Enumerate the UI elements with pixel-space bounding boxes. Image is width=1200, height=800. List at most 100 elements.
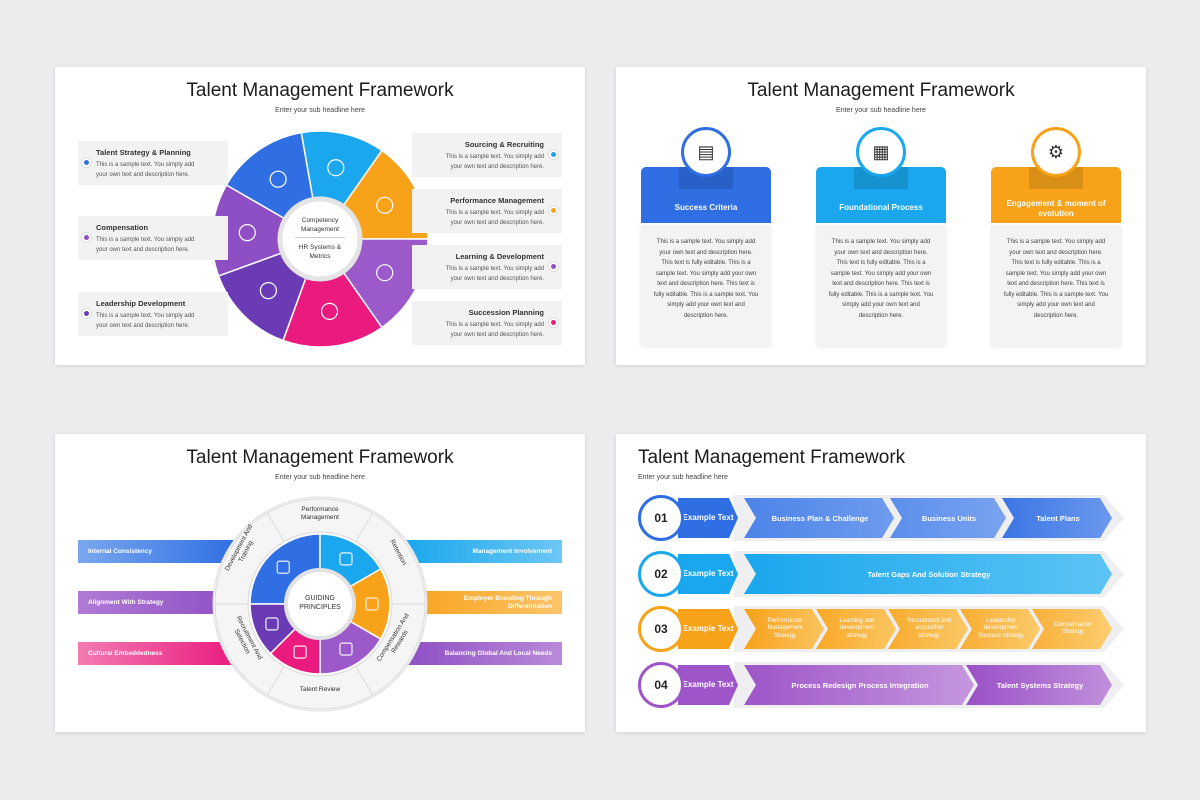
bar-employer-branding[interactable]: Employer Branding Through Differentiatio…	[405, 591, 562, 614]
card-icon-circle: ▤	[681, 127, 731, 177]
slide-guiding-principles[interactable]: Talent Management Framework Enter your s…	[55, 434, 585, 732]
row-step: Talent Plans	[1002, 498, 1112, 538]
process-row-04[interactable]: Example Text 04 Process Redesign Process…	[638, 662, 1118, 708]
slide-title: Talent Management Framework	[186, 80, 454, 101]
bullet-dot	[82, 309, 91, 318]
bar-management-involvement[interactable]: Management Involvement	[405, 540, 562, 563]
row-step: Talent Systems Strategy	[966, 665, 1112, 705]
brick-wall-icon: ▦	[872, 141, 890, 162]
segment-line-icon	[238, 224, 256, 242]
segment-line-icon	[269, 170, 287, 188]
row-step: Business Plan & Challenge	[744, 498, 894, 538]
bar-balancing-global-local[interactable]: Balancing Global And Local Needs	[405, 642, 562, 665]
row-label: Example Text	[678, 554, 738, 594]
row-number: 01	[638, 495, 684, 541]
left-item-compensation[interactable]: Compensation This is a sample text. You …	[78, 216, 228, 260]
row-step: Process Redesign Process Integration	[744, 665, 974, 705]
bullet-dot	[549, 262, 558, 271]
bar-label: Internal Consistency	[88, 548, 152, 555]
item-desc: This is a sample text. You simply add yo…	[445, 266, 544, 282]
slide-subtitle: Enter your sub headline here	[275, 107, 365, 114]
right-item-learning[interactable]: Learning & Development This is a sample …	[412, 245, 562, 289]
center-hub	[284, 568, 356, 640]
segment-line-icon	[320, 302, 339, 320]
document-gear-icon: ▤	[697, 141, 715, 162]
right-item-sourcing[interactable]: Sourcing & Recruiting This is a sample t…	[412, 133, 562, 177]
segment-line-icon	[376, 264, 394, 282]
row-number: 04	[638, 662, 684, 708]
slide-title: Talent Management Framework	[638, 447, 906, 468]
card-icon-circle: ⚙	[1031, 127, 1081, 177]
row-label: Example Text	[678, 498, 738, 538]
puzzle-wheel	[211, 130, 429, 348]
bullet-dot	[82, 233, 91, 242]
item-title: Talent Strategy & Planning	[96, 148, 191, 157]
item-title: Performance Management	[450, 196, 544, 205]
row-number: 02	[638, 551, 684, 597]
slide-subtitle: Enter your sub headline here	[275, 474, 365, 481]
right-item-succession[interactable]: Succession Planning This is a sample tex…	[412, 301, 562, 345]
process-row-01[interactable]: Example Text 01 Business Plan & Challeng…	[638, 495, 1118, 541]
segment-line-icon	[276, 560, 290, 574]
segment-line-icon	[327, 159, 345, 177]
item-desc: This is a sample text. You simply add yo…	[96, 313, 195, 329]
row-step: Leadership development Success strategy	[960, 609, 1040, 649]
item-desc: This is a sample text. You simply add yo…	[445, 322, 544, 338]
item-title: Leadership Development	[96, 299, 186, 308]
bullet-dot	[82, 158, 91, 167]
process-row-03[interactable]: Example Text 03 Performance Management S…	[638, 606, 1118, 652]
card-body-text: This is a sample text. You simply add yo…	[653, 239, 759, 319]
process-row-02[interactable]: Example Text 02 Talent Gaps And Solution…	[638, 551, 1118, 597]
ring-tile	[214, 512, 285, 605]
item-title: Succession Planning	[468, 308, 544, 317]
bullet-dot	[549, 206, 558, 215]
team-gear-icon: ⚙	[1047, 141, 1065, 162]
segment-line-icon	[259, 282, 277, 300]
bar-alignment-strategy[interactable]: Alignment With Strategy	[78, 591, 238, 614]
row-label: Example Text	[678, 665, 738, 705]
segment-line-icon	[339, 552, 353, 566]
center-label: GUIDING PRINCIPLES	[299, 595, 341, 611]
segment-line-icon	[339, 642, 353, 656]
right-item-performance[interactable]: Performance Management This is a sample …	[412, 189, 562, 233]
slide-title: Talent Management Framework	[747, 80, 1015, 101]
card-body: This is a sample text. You simply add yo…	[641, 225, 771, 345]
center-top-label: Competency Management	[301, 217, 339, 233]
row-step: Talent Gaps And Solution Strategy	[744, 554, 1112, 594]
item-title: Sourcing & Recruiting	[464, 140, 544, 149]
slide-process-rows[interactable]: Talent Management Framework Enter your s…	[616, 434, 1146, 732]
slide-three-cards[interactable]: Talent Management Framework Enter your s…	[616, 67, 1146, 365]
card-body-text: This is a sample text. You simply add yo…	[828, 239, 934, 319]
ring-label-bottom: Talent Review	[299, 686, 341, 693]
card-body: This is a sample text. You simply add yo…	[991, 225, 1121, 345]
row-step: Recruitment and acquisition strategy	[888, 609, 968, 649]
item-title: Learning & Development	[455, 252, 544, 261]
bar-label: Balancing Global And Local Needs	[444, 649, 552, 657]
item-desc: This is a sample text. You simply add yo…	[96, 162, 195, 178]
slide-subtitle: Enter your sub headline here	[638, 474, 728, 481]
slide-puzzle-wheel[interactable]: Talent Management Framework Enter your s…	[55, 67, 585, 365]
bar-internal-consistency[interactable]: Internal Consistency	[78, 540, 238, 563]
card-label: Success Criteria	[674, 203, 738, 212]
segment-line-icon	[376, 196, 394, 214]
bar-cultural-embeddedness[interactable]: Cultural Embeddedness	[78, 642, 238, 665]
card-label: Engagement & moment of evolution	[1006, 199, 1106, 218]
card-icon-circle: ▦	[856, 127, 906, 177]
segment-line-icon	[265, 617, 279, 631]
left-item-talent-strategy[interactable]: Talent Strategy & Planning This is a sam…	[78, 141, 228, 185]
row-step: Learning and development strategy	[816, 609, 896, 649]
bar-label: Employer Branding Through Differentiatio…	[463, 594, 552, 610]
row-step: Performance Management Strategy	[744, 609, 824, 649]
item-desc: This is a sample text. You simply add yo…	[445, 154, 544, 170]
slide-title: Talent Management Framework	[186, 447, 454, 468]
center-divider	[295, 237, 345, 238]
bar-label: Cultural Embeddedness	[88, 650, 163, 657]
item-desc: This is a sample text. You simply add yo…	[445, 210, 544, 226]
item-desc: This is a sample text. You simply add yo…	[96, 237, 195, 253]
bullet-dot	[549, 150, 558, 159]
card-body: This is a sample text. You simply add yo…	[816, 225, 946, 345]
segment-line-icon	[365, 597, 379, 611]
left-item-leadership[interactable]: Leadership Development This is a sample …	[78, 292, 228, 336]
bullet-dot	[549, 318, 558, 327]
slide-subtitle: Enter your sub headline here	[836, 107, 926, 114]
